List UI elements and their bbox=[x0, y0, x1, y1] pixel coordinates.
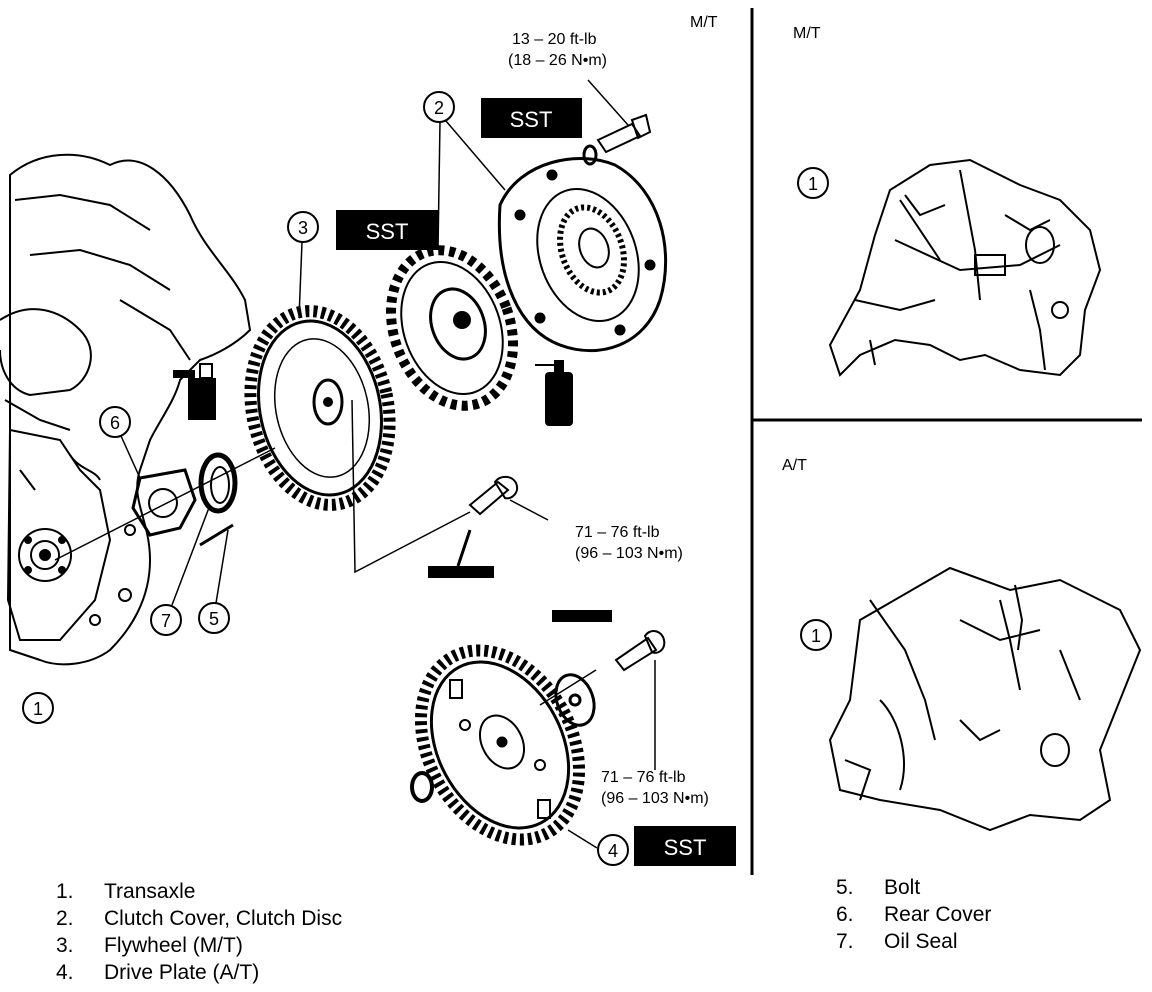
driveplate-sst-tool-icon bbox=[552, 610, 612, 622]
sst-tool-icon bbox=[428, 529, 494, 578]
callout-4-leader bbox=[567, 829, 598, 849]
callout-5-leader bbox=[215, 529, 229, 604]
svg-text:6: 6 bbox=[110, 413, 120, 433]
svg-text:SST: SST bbox=[366, 219, 409, 244]
pilot-bushing-drawing bbox=[410, 771, 434, 803]
driveplate-leader bbox=[539, 669, 597, 706]
alignment-line bbox=[54, 447, 276, 561]
cover-bolt-leader bbox=[587, 79, 629, 126]
legend-right: 5. Bolt 6. Rear Cover 7. Oil Seal bbox=[836, 874, 991, 955]
legend-label: Flywheel (M/T) bbox=[104, 934, 243, 957]
svg-text:2: 2 bbox=[434, 98, 444, 118]
mt-section-label: M/T bbox=[793, 25, 821, 42]
legend-label: Rear Cover bbox=[884, 903, 992, 926]
svg-text:SST: SST bbox=[664, 835, 707, 860]
legend-item: 4. Drive Plate (A/T) bbox=[56, 959, 342, 986]
sst-label-disc: SST bbox=[336, 210, 438, 250]
legend-label: Clutch Cover, Clutch Disc bbox=[104, 907, 343, 930]
mt-transaxle-drawing bbox=[828, 158, 1102, 377]
legend-item: 5. Bolt bbox=[836, 874, 991, 901]
clutch-disc-drawing bbox=[386, 245, 518, 411]
callout-1: 1 bbox=[22, 692, 54, 724]
flywheel-bolt-torque-nm: (96 – 103 N•m) bbox=[575, 545, 683, 562]
driveplate-bolt-torque-ftlb: 71 – 76 ft-lb bbox=[601, 769, 686, 786]
callout-7-leader bbox=[171, 504, 211, 606]
at-section-label: A/T bbox=[782, 457, 807, 474]
legend-number: 2. bbox=[56, 907, 74, 930]
legend-item: 3. Flywheel (M/T) bbox=[56, 932, 342, 959]
legend-item: 7. Oil Seal bbox=[836, 928, 991, 955]
callout-2: 2 bbox=[423, 91, 455, 123]
legend-label: Transaxle bbox=[104, 880, 196, 903]
legend-item: 6. Rear Cover bbox=[836, 901, 991, 928]
flywheel-bolt-leader bbox=[351, 399, 471, 574]
sealant-bottle-icon bbox=[535, 360, 573, 426]
legend-item: 1. Transaxle bbox=[56, 878, 342, 905]
cover-bolt-torque-nm: (18 – 26 N•m) bbox=[508, 52, 607, 69]
rear-cover-drawing bbox=[131, 468, 197, 537]
cover-bolt-drawing bbox=[582, 113, 652, 166]
callout-6-leader bbox=[120, 435, 141, 479]
clutch-cover-drawing bbox=[497, 157, 668, 353]
legend-item: 2. Clutch Cover, Clutch Disc bbox=[56, 905, 342, 932]
callout-5: 5 bbox=[198, 602, 230, 634]
sst-label-cover: SST bbox=[481, 98, 582, 138]
bolt-5-drawing bbox=[199, 523, 234, 547]
drive-plate-drawing bbox=[414, 644, 586, 846]
legend-number: 1. bbox=[56, 880, 74, 903]
legend-label: Oil Seal bbox=[884, 930, 958, 953]
legend-number: 6. bbox=[836, 903, 854, 926]
svg-text:1: 1 bbox=[33, 699, 43, 719]
callout-6: 6 bbox=[99, 406, 131, 438]
svg-text:4: 4 bbox=[608, 841, 618, 861]
flywheel-drawing bbox=[244, 305, 396, 511]
svg-text:1: 1 bbox=[808, 174, 818, 194]
svg-text:3: 3 bbox=[298, 218, 308, 238]
flywheel-bolt-torque-ftlb: 71 – 76 ft-lb bbox=[575, 524, 660, 541]
legend-number: 4. bbox=[56, 961, 74, 984]
sealant-tube-icon bbox=[173, 363, 216, 420]
svg-text:1: 1 bbox=[811, 626, 821, 646]
legend-number: 7. bbox=[836, 930, 854, 953]
driveplate-bolt-torque-nm: (96 – 103 N•m) bbox=[601, 790, 709, 807]
oil-seal-drawing bbox=[198, 452, 238, 514]
legend-number: 5. bbox=[836, 876, 854, 899]
svg-text:5: 5 bbox=[209, 609, 219, 629]
legend-label: Bolt bbox=[884, 876, 921, 899]
legend-number: 3. bbox=[56, 934, 74, 957]
cover-bolt-torque-ftlb: 13 – 20 ft-lb bbox=[512, 31, 597, 48]
callout-2-leader-b bbox=[437, 121, 441, 251]
adapter-plate-drawing bbox=[554, 673, 596, 727]
callout-at-1: 1 bbox=[800, 619, 832, 651]
svg-text:SST: SST bbox=[510, 107, 553, 132]
legend-left: 1.Transaxle 2.Clutch Cover, Clutch Disc … bbox=[56, 878, 342, 986]
callout-4: 4 bbox=[597, 834, 629, 866]
callout-3-leader bbox=[298, 241, 303, 319]
at-transaxle-drawing bbox=[828, 566, 1142, 832]
legend-label: Drive Plate (A/T) bbox=[104, 961, 260, 984]
driveplate-bolt-drawing bbox=[614, 630, 666, 672]
flywheel-bolt-drawing bbox=[468, 475, 518, 516]
callout-3: 3 bbox=[287, 211, 319, 243]
callout-7: 7 bbox=[150, 604, 182, 636]
sst-label-driveplate: SST bbox=[634, 826, 736, 866]
flywheel-bolt-torque-leader bbox=[509, 499, 549, 521]
callout-2-leader-a bbox=[445, 120, 506, 191]
mt-top-label: M/T bbox=[690, 14, 718, 31]
svg-text:7: 7 bbox=[161, 611, 171, 631]
callout-mt-1: 1 bbox=[797, 167, 829, 199]
